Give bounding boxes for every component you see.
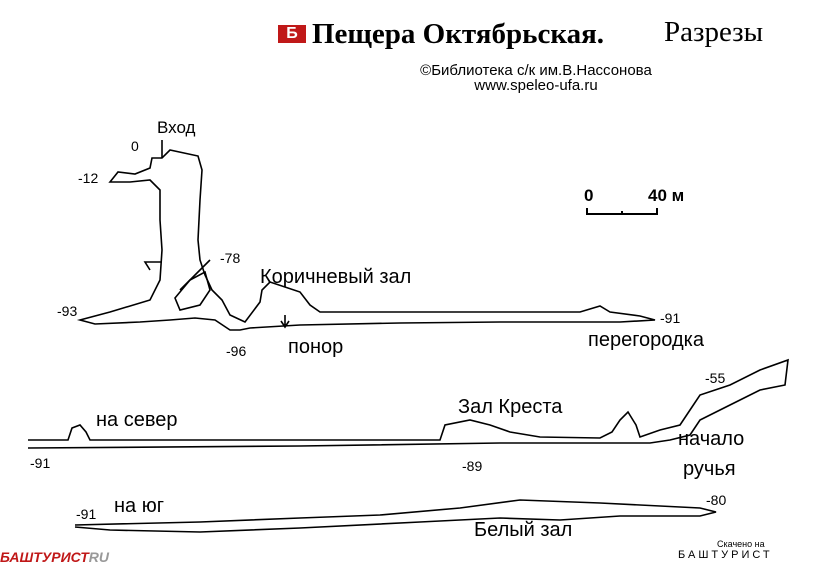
credit-url: www.speleo-ufa.ru (474, 77, 598, 94)
label-white-hall: Белый зал (474, 519, 573, 541)
label-entrance: Вход (157, 118, 196, 137)
depth-12: -12 (78, 170, 99, 186)
depth-55: -55 (705, 370, 726, 386)
depth-80: -80 (706, 492, 727, 508)
page-subtitle: Разрезы (664, 16, 764, 48)
section-2-outline (27, 358, 789, 449)
depth-91-s3: -91 (76, 506, 97, 522)
depth-91-s1: -91 (660, 310, 681, 326)
title-logo-icon: Б (278, 25, 306, 43)
footer-site: БАШТУРИСТ (678, 549, 773, 561)
depth-91-s2: -91 (30, 455, 51, 471)
page-title: Пещера Октябрьская. (312, 18, 605, 50)
section-3-outline (74, 499, 717, 533)
label-brown-hall: Коричневый зал (260, 266, 412, 288)
depth-89: -89 (462, 458, 483, 474)
scale-bar (586, 208, 658, 215)
label-partition: перегородка (588, 329, 704, 351)
footer-downloaded: Скачено на (717, 539, 765, 549)
label-stream-2: ручья (683, 458, 736, 480)
depth-0: 0 (131, 138, 139, 154)
scale-zero: 0 (584, 186, 594, 205)
credit-line: ©Библиотека с/к им.В.Нассонова (420, 62, 652, 79)
depth-96: -96 (226, 343, 247, 359)
logo-main: БАШТУРИСТ (0, 549, 89, 565)
label-ponor: понор (288, 336, 344, 358)
label-stream-1: начало (678, 428, 745, 450)
section-1-outline (76, 149, 656, 331)
label-north: на север (96, 409, 178, 431)
bashturist-logo[interactable]: БАШТУРИСТRU (0, 549, 109, 565)
ponor-arrow-icon (280, 315, 290, 329)
depth-93: -93 (57, 303, 78, 319)
scale-forty: 40 м (648, 186, 685, 205)
leader-78 (179, 259, 211, 291)
depth-78: -78 (220, 250, 241, 266)
label-cross-hall: Зал Креста (458, 396, 563, 418)
logo-ru: RU (88, 549, 109, 565)
label-south: на юг (114, 495, 165, 517)
